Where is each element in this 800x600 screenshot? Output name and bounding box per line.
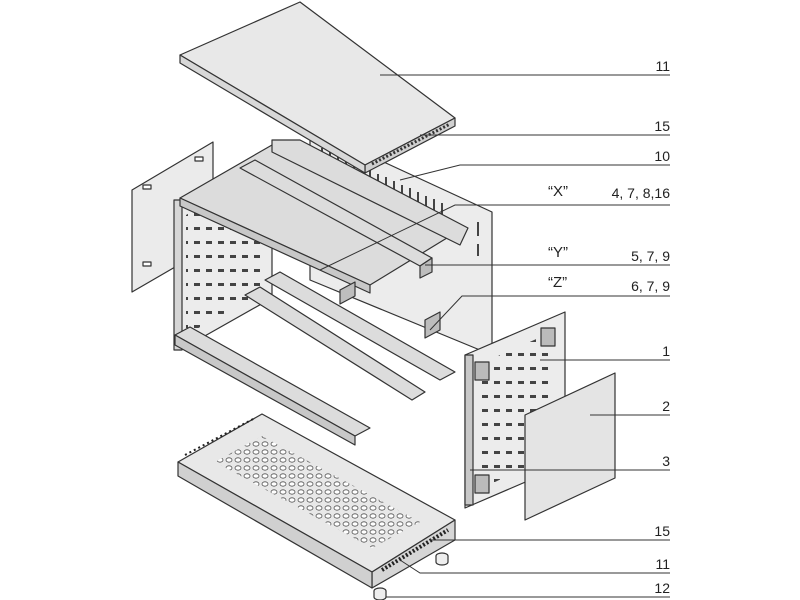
frame-front-post — [173, 199, 183, 351]
label-side-rail: 3 — [662, 453, 670, 469]
label-top-rail-vent: 15 — [654, 118, 670, 134]
leader-lines — [319, 74, 670, 598]
right-side-cover — [524, 372, 616, 521]
foot-parts — [373, 552, 449, 600]
label-side-cover: 2 — [662, 398, 670, 414]
label-x-mark: “X” — [548, 183, 568, 200]
label-x-parts: 4, 7, 8,16 — [611, 185, 670, 201]
label-bottom-rail-vent: 15 — [654, 523, 670, 539]
label-side-panel: 1 — [662, 343, 670, 359]
label-y-mark: “Y” — [548, 244, 568, 261]
label-bottom-cover: 11 — [655, 556, 670, 572]
label-top-cover: 11 — [655, 58, 670, 74]
label-foot: 12 — [654, 580, 670, 596]
label-z-parts: 6, 7, 9 — [631, 278, 670, 294]
label-rear-panel: 10 — [654, 148, 670, 164]
label-y-parts: 5, 7, 9 — [631, 248, 670, 264]
label-z-mark: “Z” — [548, 274, 568, 291]
